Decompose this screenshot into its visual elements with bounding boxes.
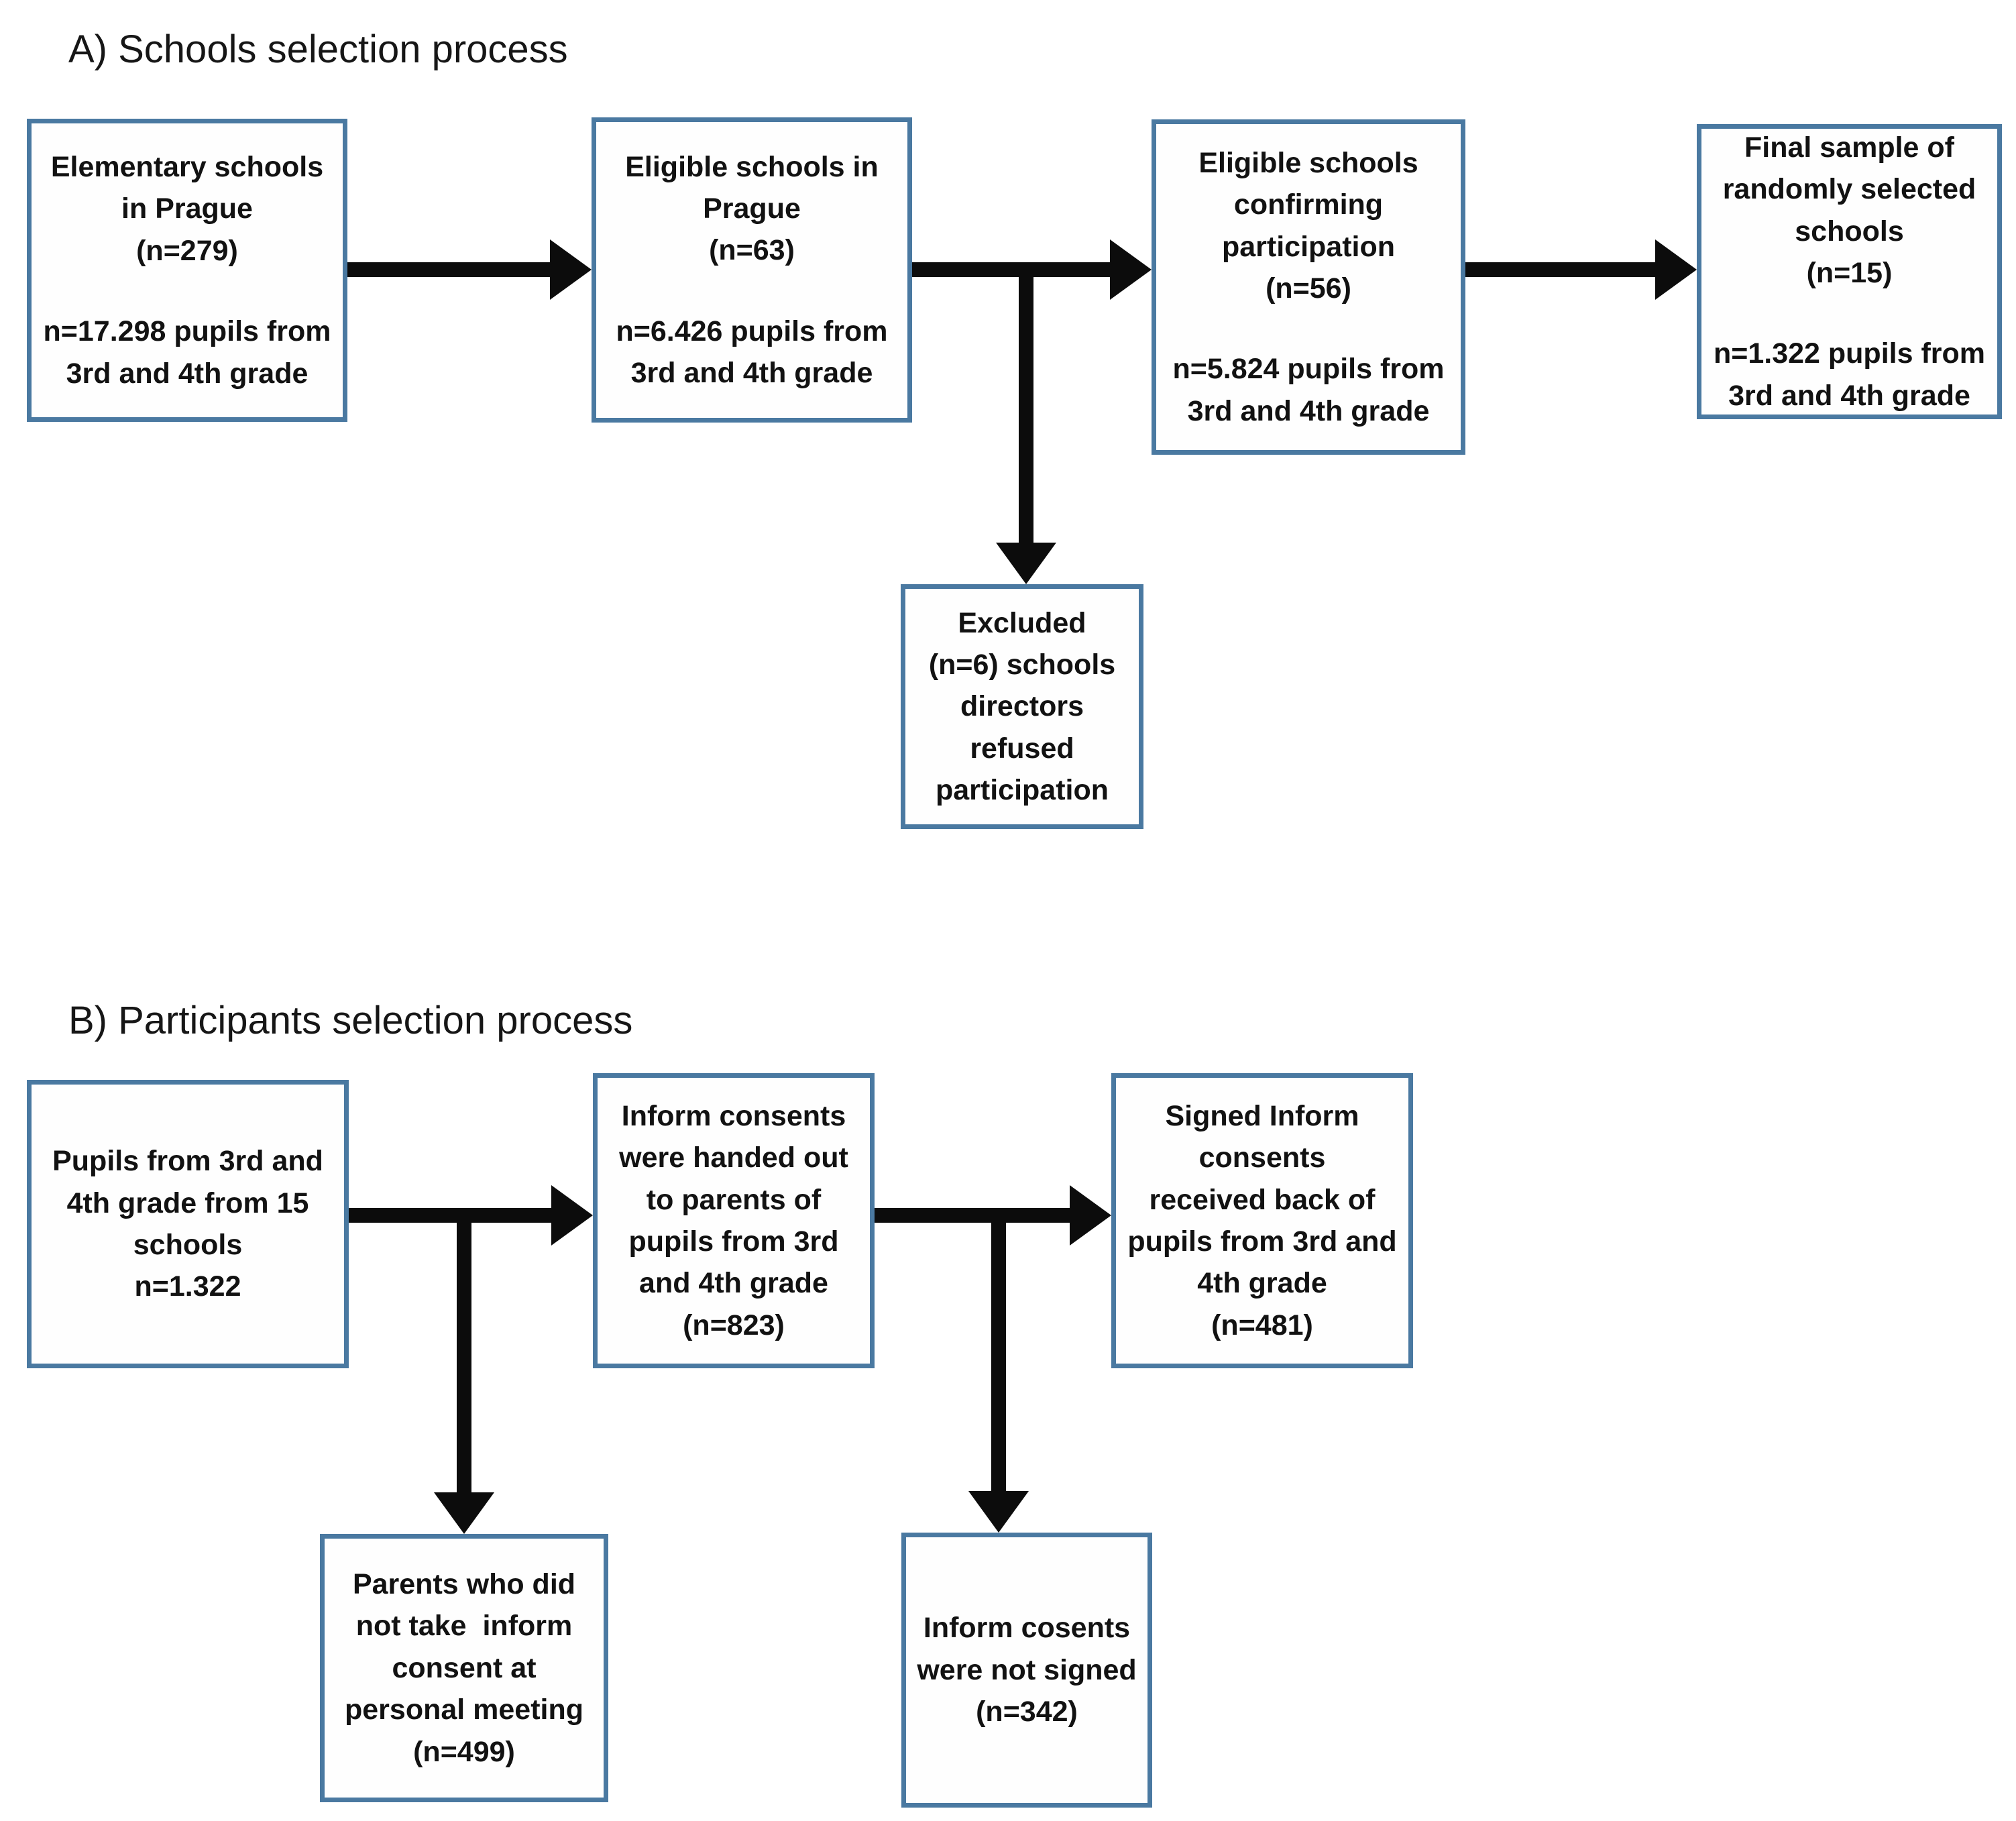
box-elementary-schools: Elementary schools in Prague (n=279) n=1… (27, 119, 347, 422)
box-final-sample-main: Final sample of randomly selected school… (1722, 131, 1976, 289)
section-b-title: B) Participants selection process (68, 999, 633, 1042)
box-elementary-schools-sub: n=17.298 pupils from 3rd and 4th grade (43, 315, 331, 390)
arrow-b1-parents-head-icon (434, 1492, 494, 1534)
arrow-a2-a3-head-icon (1110, 239, 1152, 300)
box-excluded-schools-main: Excluded (n=6) schools directors refused… (928, 606, 1116, 807)
box-final-sample-sub: n=1.322 pupils from 3rd and 4th grade (1713, 337, 1986, 412)
arrow-a2-a3-line (912, 262, 1111, 277)
arrow-b2-notsigned-line (991, 1208, 1006, 1492)
box-consents-handed-out-main: Inform consents were handed out to paren… (619, 1099, 848, 1341)
arrow-a1-a2-head-icon (550, 239, 592, 300)
arrow-a2-excluded-head-icon (996, 543, 1056, 584)
arrow-b2-notsigned-head-icon (968, 1491, 1029, 1533)
box-eligible-schools-main: Eligible schools in Prague (n=63) (625, 150, 879, 267)
box-consents-handed-out: Inform consents were handed out to paren… (593, 1073, 875, 1368)
box-excluded-schools: Excluded (n=6) schools directors refused… (901, 584, 1143, 829)
arrow-b1-parents-line (457, 1208, 471, 1494)
box-confirming-schools: Eligible schools confirming participatio… (1152, 119, 1465, 455)
box-confirming-schools-main: Eligible schools confirming participatio… (1198, 146, 1418, 305)
arrow-a1-a2-line (347, 262, 553, 277)
box-parents-no-consent: Parents who did not take inform consent … (320, 1534, 608, 1802)
box-final-sample: Final sample of randomly selected school… (1697, 124, 2002, 419)
box-consents-not-signed-main: Inform cosents were not signed (n=342) (917, 1612, 1137, 1728)
box-signed-consents: Signed Inform consents received back of … (1111, 1073, 1413, 1368)
box-eligible-schools: Eligible schools in Prague (n=63) n=6.42… (592, 117, 912, 423)
box-eligible-schools-sub: n=6.426 pupils from 3rd and 4th grade (616, 315, 888, 390)
arrow-a3-a4-line (1465, 262, 1657, 277)
arrow-a3-a4-head-icon (1655, 239, 1697, 300)
arrow-a2-excluded-line (1019, 262, 1033, 545)
arrow-b2-b3-head-icon (1070, 1185, 1111, 1246)
arrow-b1-b2-head-icon (551, 1185, 593, 1246)
arrow-b2-b3-line (875, 1208, 1071, 1223)
section-a-title: A) Schools selection process (68, 27, 568, 71)
box-confirming-schools-sub: n=5.824 pupils from 3rd and 4th grade (1172, 353, 1445, 427)
arrow-b1-b2-line (349, 1208, 553, 1223)
box-pupils-15-schools: Pupils from 3rd and 4th grade from 15 sc… (27, 1080, 349, 1368)
box-signed-consents-main: Signed Inform consents received back of … (1127, 1099, 1397, 1341)
box-pupils-15-schools-main: Pupils from 3rd and 4th grade from 15 sc… (52, 1145, 323, 1303)
box-elementary-schools-main: Elementary schools in Prague (n=279) (50, 151, 324, 267)
box-consents-not-signed: Inform cosents were not signed (n=342) (901, 1533, 1152, 1808)
box-parents-no-consent-main: Parents who did not take inform consent … (344, 1568, 584, 1768)
